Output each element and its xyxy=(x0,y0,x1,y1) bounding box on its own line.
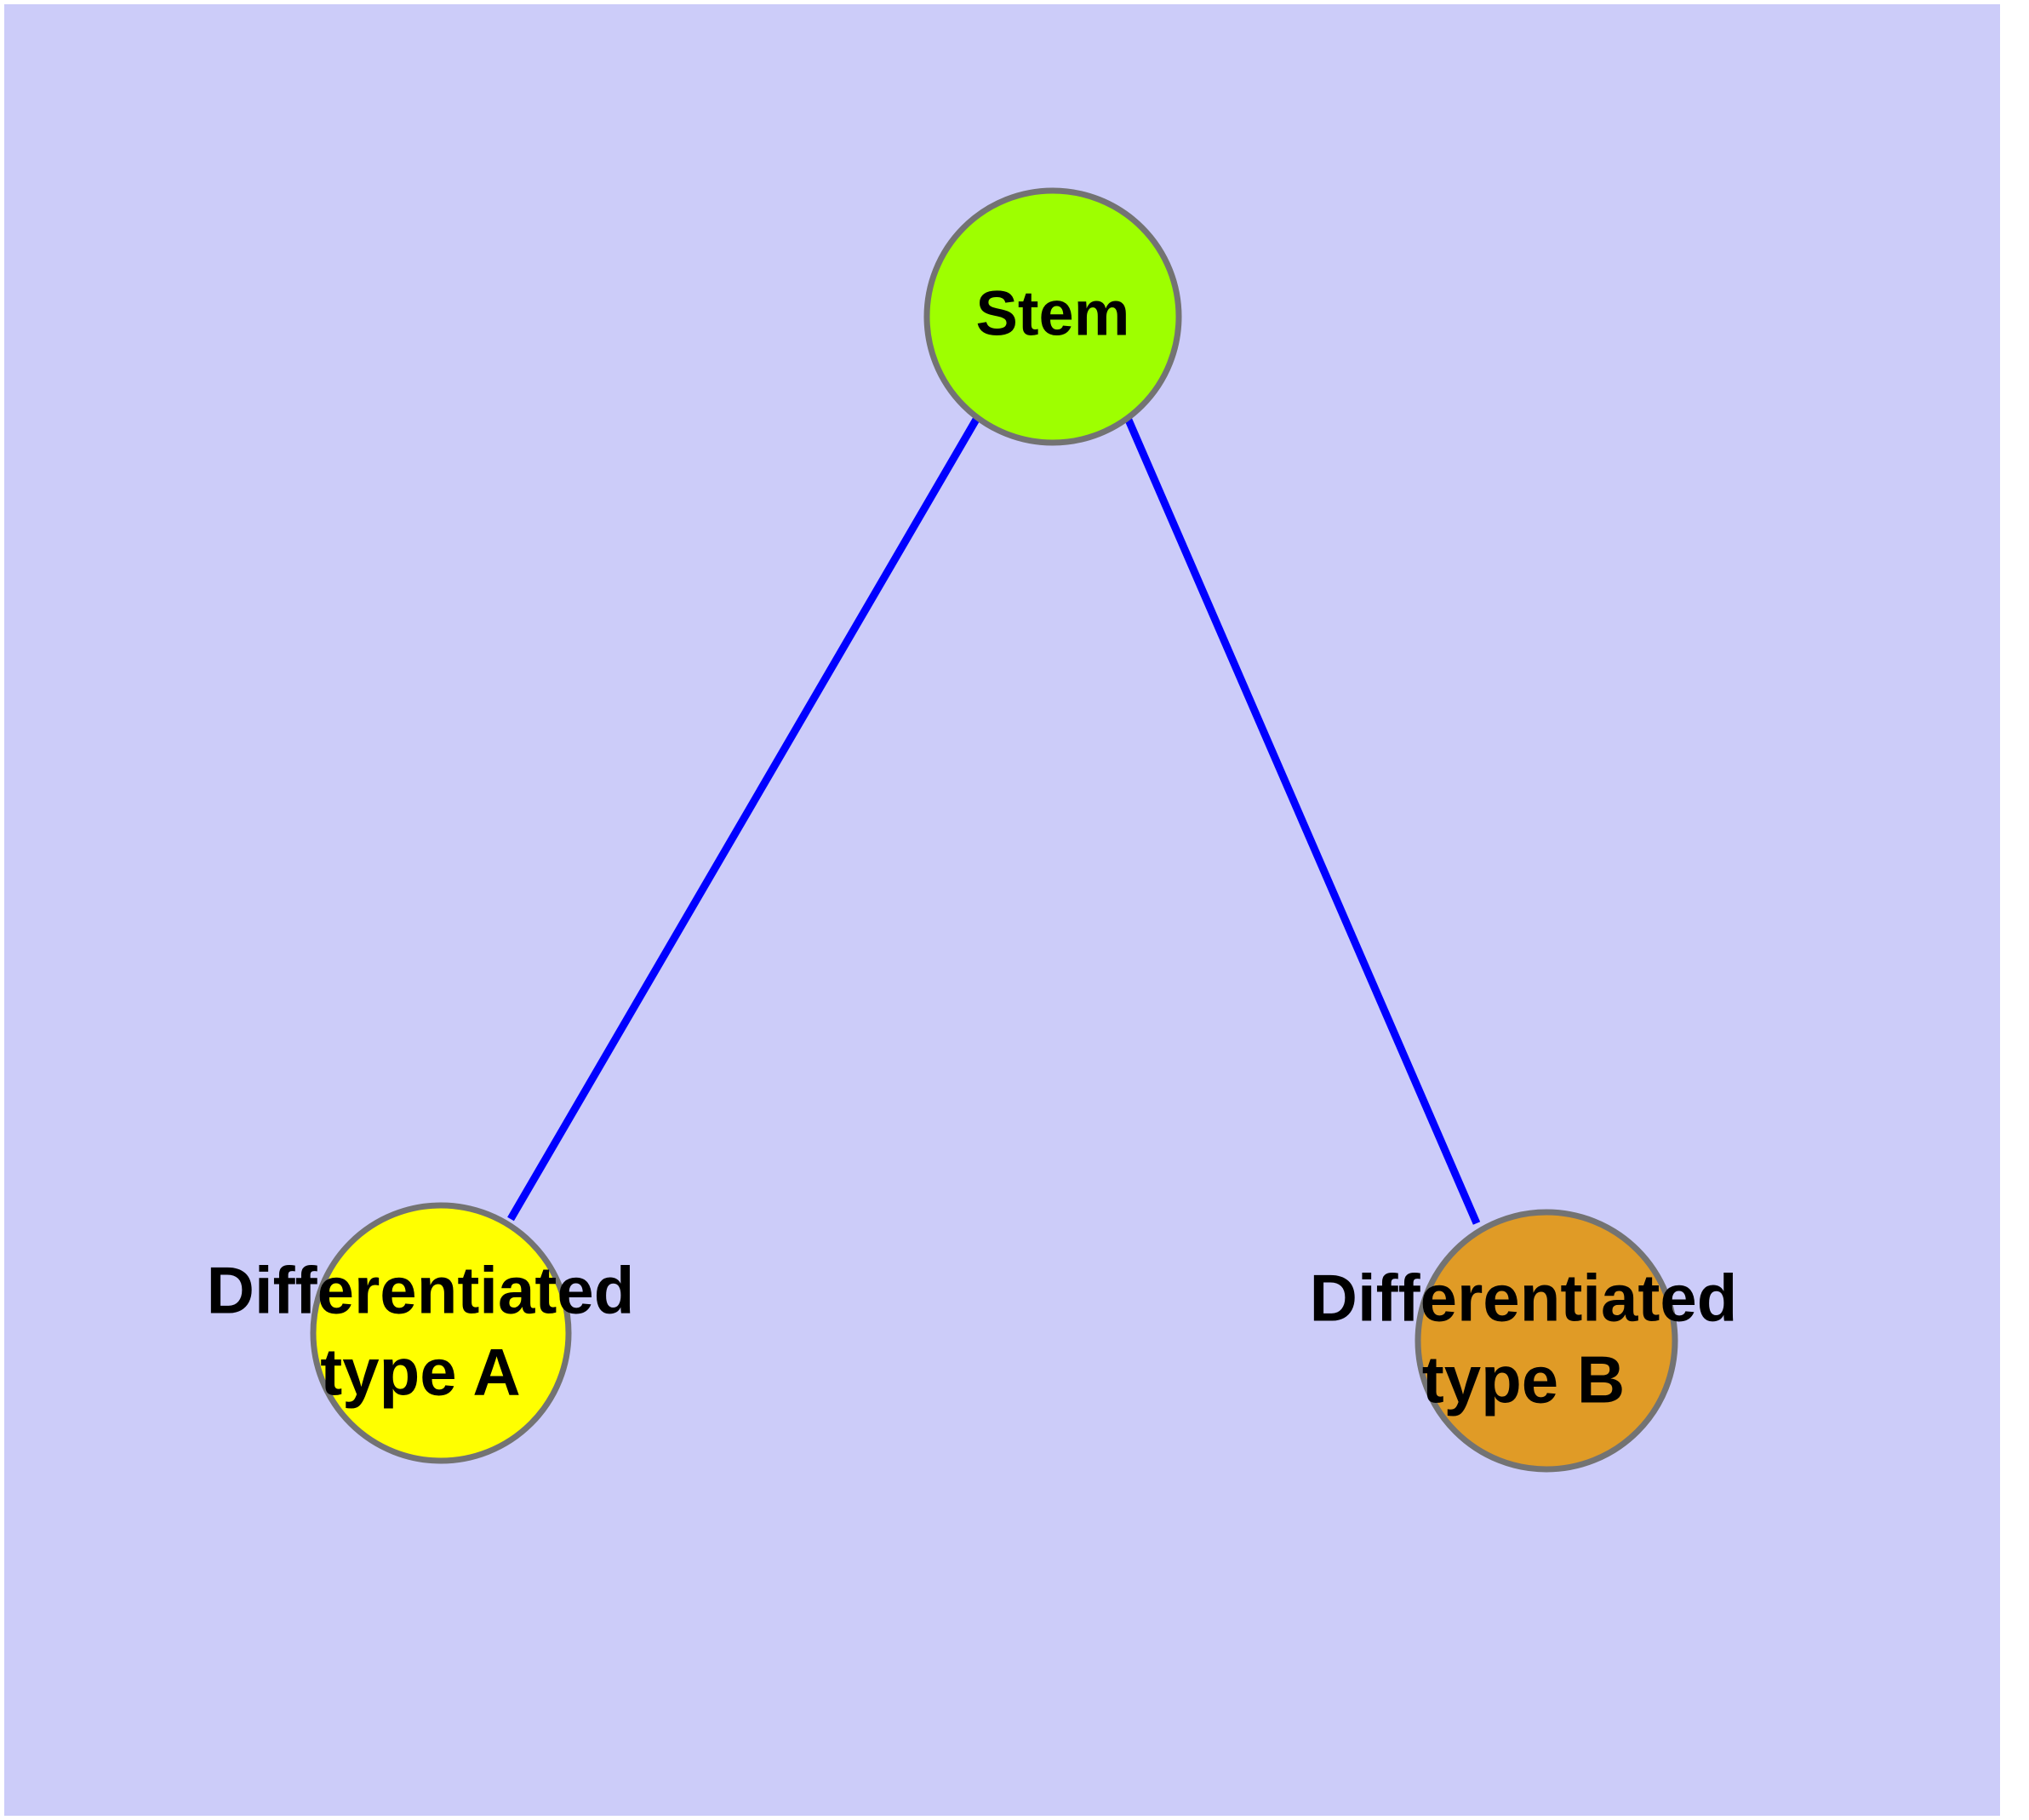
node-stem-label: Stem xyxy=(976,278,1130,349)
node-diff-b-label-group: Differentiated type B xyxy=(1310,1261,1738,1417)
node-layer: Stem Differentiated type A Differentiate… xyxy=(207,187,1738,1473)
node-diff-b[interactable] xyxy=(1415,1209,1678,1473)
node-diff-b-label-line2: type B xyxy=(1422,1342,1625,1417)
node-diff-a-label-group: Differentiated type A xyxy=(207,1253,635,1410)
node-stem[interactable]: Stem xyxy=(923,187,1182,446)
edge-stem-to-diff-a xyxy=(507,415,980,1222)
node-diff-a[interactable] xyxy=(310,1202,572,1464)
edge-stem-to-diff-b xyxy=(1123,416,1481,1225)
node-diff-a-label-line2: type A xyxy=(320,1335,521,1410)
node-diff-b-circle[interactable] xyxy=(1415,1209,1678,1473)
node-diff-a-circle[interactable] xyxy=(310,1202,572,1464)
node-stem-circle[interactable] xyxy=(923,187,1182,446)
node-diff-a-label-line1: Differentiated xyxy=(207,1253,635,1328)
edge-layer xyxy=(507,415,1481,1225)
node-diff-b-label-line1: Differentiated xyxy=(1310,1261,1738,1336)
